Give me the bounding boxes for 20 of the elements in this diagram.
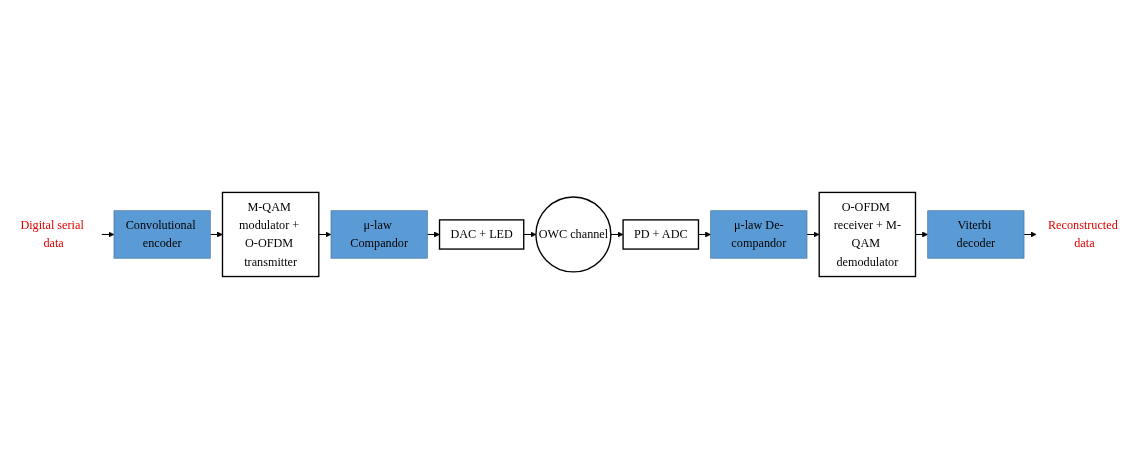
arrow <box>610 231 624 237</box>
arrow <box>1023 231 1037 237</box>
arrow <box>806 231 820 237</box>
arrow <box>318 231 332 237</box>
arrow <box>101 231 115 237</box>
node-box: DAC + LED <box>438 218 525 250</box>
node-box: PD + ADC <box>622 218 700 250</box>
arrow <box>426 231 440 237</box>
node-box: Viterbi decoder <box>927 209 1025 259</box>
arrow <box>915 231 928 237</box>
node-text: Reconstructed data <box>1047 217 1118 250</box>
arrow <box>523 231 537 237</box>
node-box: μ-law De-compandor <box>710 209 808 259</box>
node-box: Convolutional encoder <box>113 209 211 259</box>
node-circle: OWC channel <box>535 195 612 273</box>
node-box: M-QAM modulator + O-OFDM transmitter <box>221 191 320 277</box>
node-box: O-OFDM receiver + M-QAM demodulator <box>818 191 917 277</box>
node-box: μ-law Compandor <box>330 209 428 259</box>
arrow <box>209 231 223 237</box>
node-text: Digital serial data <box>20 217 84 250</box>
